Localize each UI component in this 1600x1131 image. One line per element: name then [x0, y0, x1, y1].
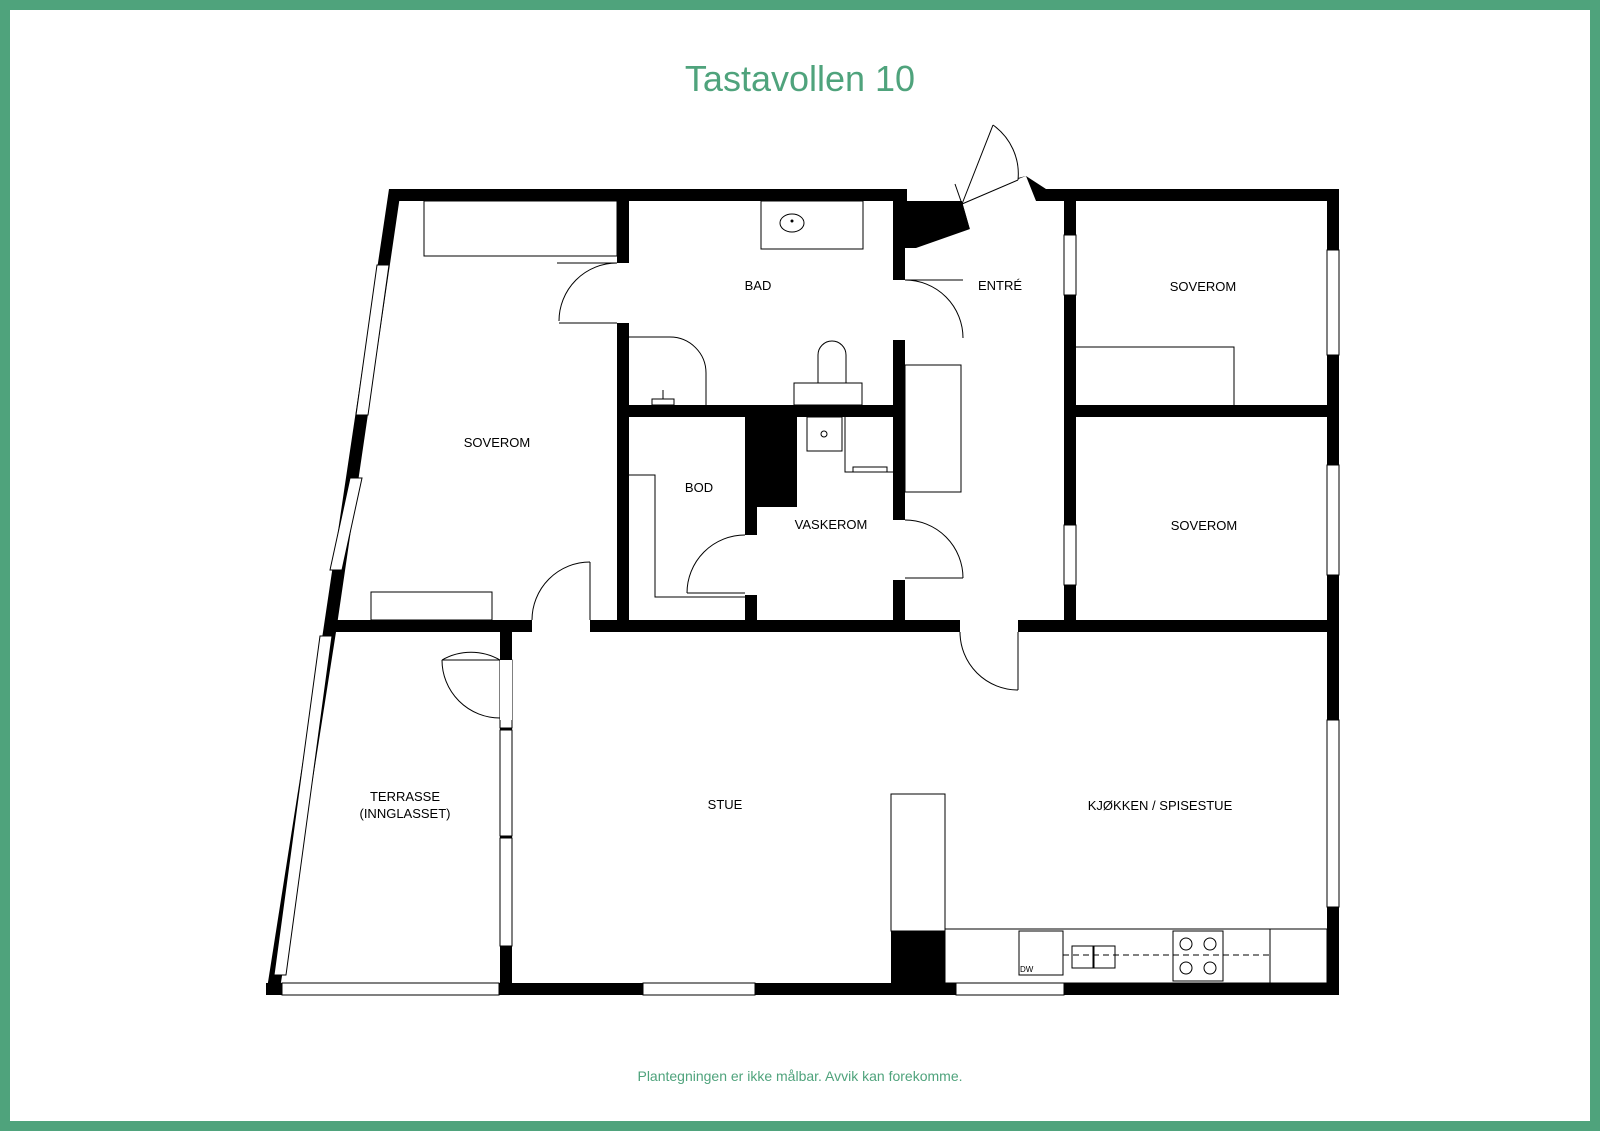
room-label-kjokken: KJØKKEN / SPISESTUE — [1088, 798, 1233, 813]
disclaimer-footer: Plantegningen er ikke målbar. Avvik kan … — [637, 1068, 963, 1084]
room-label-bad: BAD — [745, 278, 772, 293]
room-labels: SOVEROM BAD ENTRÉ SOVEROM BOD VASKEROM S… — [359, 278, 1237, 974]
room-label-stue: STUE — [708, 797, 743, 812]
room-label-entre: ENTRÉ — [978, 278, 1022, 293]
room-label-bod: BOD — [685, 480, 713, 495]
dishwasher-label: DW — [1020, 965, 1034, 974]
fixtures — [370, 200, 1328, 984]
room-label-terrasse-sub: (INNGLASSET) — [359, 806, 450, 821]
plan-title: Tastavollen 10 — [684, 58, 916, 99]
room-label-vaskerom: VASKEROM — [795, 517, 868, 532]
room-label-soverom-ne: SOVEROM — [1170, 279, 1236, 294]
room-label-soverom-se: SOVEROM — [1171, 518, 1237, 533]
outer-walls — [266, 176, 1339, 995]
room-label-terrasse: TERRASSE — [370, 789, 440, 804]
room-label-soverom-west: SOVEROM — [464, 435, 530, 450]
windows — [273, 234, 1340, 996]
doors — [441, 124, 1036, 720]
